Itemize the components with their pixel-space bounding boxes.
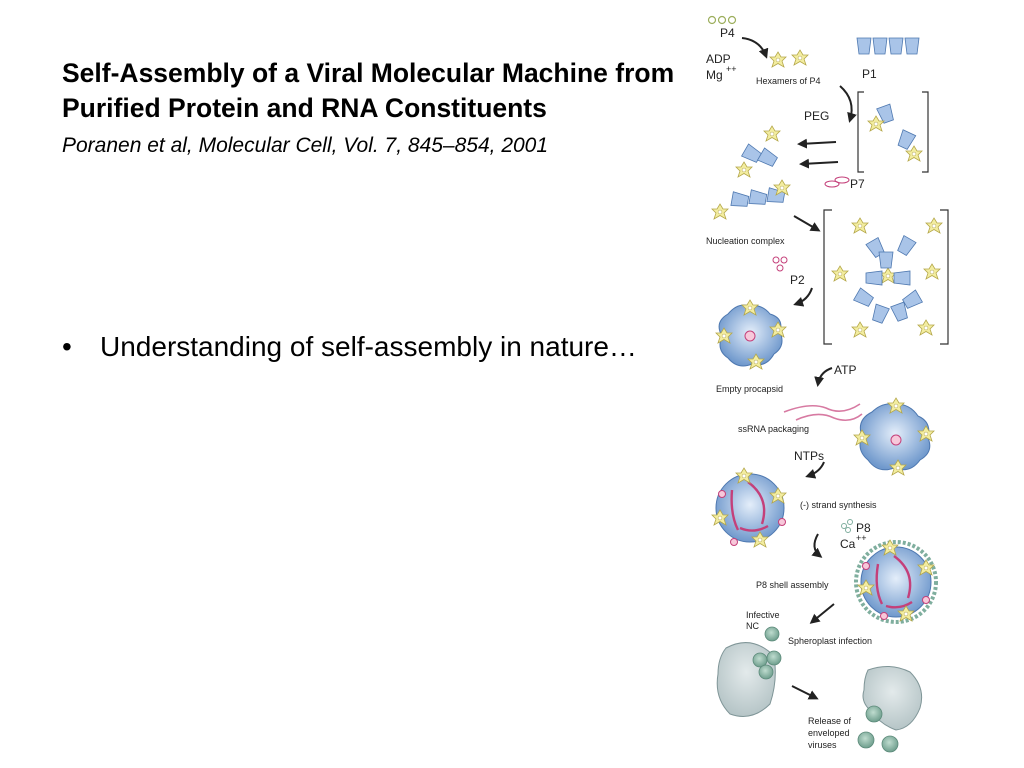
label-p8-shell: P8 shell assembly [756, 580, 829, 590]
bullet-text: Understanding of self-assembly in nature… [100, 331, 637, 362]
label-release-2: enveloped [808, 728, 850, 738]
label-spheroplast: Spheroplast infection [788, 636, 872, 646]
label-hexamers: Hexamers of P4 [756, 76, 821, 86]
label-peg: PEG [804, 109, 829, 123]
p8-icon [841, 519, 853, 533]
slide-title: Self-Assembly of a Viral Molecular Machi… [62, 58, 675, 123]
label-mg: Mg [706, 68, 723, 82]
label-p8: P8 [856, 521, 871, 535]
label-nucleation: Nucleation complex [706, 236, 785, 246]
arrow-peg [839, 85, 857, 123]
infective-nc-icon [764, 626, 780, 642]
arrow-ntps [805, 461, 825, 479]
arrow-to-hexamers [741, 37, 769, 59]
label-ca-sup: ++ [856, 533, 867, 543]
nucleocapsid-p8-shell-icon [854, 539, 938, 624]
p4-monomers [707, 15, 737, 25]
arrow-release [791, 685, 819, 700]
label-strand-synthesis: (-) strand synthesis [800, 500, 877, 510]
label-infective: Infective [746, 610, 780, 620]
small-complex-2 [711, 179, 791, 220]
arrow-nucleation [793, 215, 821, 232]
title-block: Self-Assembly of a Viral Molecular Machi… [62, 56, 722, 161]
p1-p4-complex [857, 91, 929, 173]
enveloped-viruses-icon [857, 731, 899, 753]
arrow-back-2 [799, 158, 839, 169]
label-atp: ATP [834, 363, 856, 377]
label-release-1: Release of [808, 716, 852, 726]
packaged-procapsid-icon [853, 397, 935, 476]
p7-icon [824, 176, 850, 188]
assembly-pathway-figure: P4 ADP Mg ++ Hexamers of P4 P1 PEG P7 [700, 8, 956, 764]
label-p2: P2 [790, 273, 805, 287]
label-p4: P4 [720, 26, 735, 40]
citation: Poranen et al, Molecular Cell, Vol. 7, 8… [62, 134, 549, 157]
p2-icon [772, 256, 788, 272]
spheroplast-cell-icon [716, 642, 782, 717]
label-nc: NC [746, 621, 759, 631]
empty-procapsid-icon [715, 299, 787, 370]
arrow-p2 [793, 287, 813, 307]
label-ca: Ca [840, 537, 856, 551]
label-ssrna: ssRNA packaging [738, 424, 809, 434]
label-ntps: NTPs [794, 449, 824, 463]
label-adp: ADP [706, 52, 731, 66]
label-release-3: viruses [808, 740, 837, 750]
bullet-item: • Understanding of self-assembly in natu… [62, 328, 642, 366]
bullet-marker: • [62, 331, 72, 362]
releasing-cell-icon [862, 666, 923, 731]
procapsid-assembly-bracket [823, 209, 949, 345]
arrow-infection [809, 603, 835, 624]
arrow-atp [814, 367, 833, 387]
p4-hexamers-icon [769, 49, 809, 68]
arrow-p8 [811, 533, 823, 558]
small-complex-1 [735, 125, 781, 178]
strand-synthesis-capsid-icon [711, 467, 787, 548]
label-empty-procapsid: Empty procapsid [716, 384, 783, 394]
p1-proteins-icon [856, 37, 920, 55]
arrow-back [797, 138, 837, 149]
label-p1: P1 [862, 67, 877, 81]
ssrna-icon [783, 403, 863, 422]
label-mg-sup: ++ [726, 64, 737, 74]
label-p7: P7 [850, 177, 865, 191]
bullet-list: • Understanding of self-assembly in natu… [62, 328, 642, 366]
